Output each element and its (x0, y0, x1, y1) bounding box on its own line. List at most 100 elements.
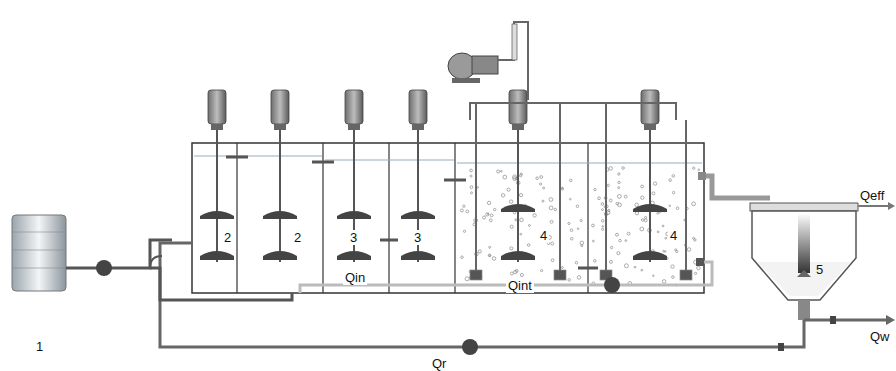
air-bubble (641, 269, 643, 271)
air-bubble (593, 240, 595, 242)
air-bubble (509, 200, 512, 203)
impeller (501, 204, 535, 212)
air-bubble (577, 228, 579, 230)
air-bubble (672, 175, 675, 178)
impeller (401, 211, 435, 219)
air-bubble (465, 277, 469, 281)
air-bubble (561, 188, 563, 190)
air-bubble (663, 250, 665, 252)
air-bubble (528, 225, 530, 227)
mixer-coupling (412, 124, 424, 130)
air-bubble (540, 183, 542, 185)
air-bubble (698, 169, 700, 171)
air-bubble (627, 232, 630, 235)
diffuser (554, 270, 566, 280)
air-bubble (618, 187, 620, 189)
air-bubble (618, 173, 620, 175)
callout-number: 2 (222, 230, 233, 245)
mixer-motor (641, 90, 659, 124)
mixer-shaft (517, 130, 519, 262)
air-bubble (483, 216, 486, 219)
air-bubble (653, 275, 655, 277)
air-bubble (657, 212, 659, 214)
air-bubble (477, 187, 479, 189)
air-bubble (570, 198, 572, 200)
air-bubble (519, 194, 522, 197)
air-bubble (616, 233, 619, 236)
air-bubble (619, 239, 622, 242)
air-bubble (594, 260, 597, 263)
mixer-coupling (348, 124, 360, 130)
air-bubble (487, 201, 490, 204)
air-bubble (478, 250, 481, 253)
air-bubble (533, 214, 536, 217)
impeller (633, 251, 667, 260)
air-bubble (687, 248, 691, 252)
air-bubble (693, 237, 695, 239)
air-bubble (644, 219, 647, 222)
air-bubble (543, 187, 545, 189)
air-bubble (570, 237, 573, 240)
impeller (337, 211, 371, 219)
air-bubble (501, 194, 504, 197)
flow-label: Qw (868, 329, 892, 344)
air-bubble (541, 270, 543, 272)
air-bubble (692, 202, 696, 206)
air-bubble (550, 220, 553, 223)
air-bubble (607, 184, 609, 186)
air-bubble (598, 197, 601, 200)
air-bubble (489, 246, 491, 248)
air-bubble (576, 205, 579, 208)
air-bubble (490, 214, 493, 217)
air-bubble (488, 254, 490, 256)
air-bubble (527, 244, 530, 247)
air-bubble (669, 179, 672, 182)
air-bubble (489, 255, 491, 257)
mixer-motor (208, 90, 226, 124)
flow-label: Qin (343, 270, 367, 285)
impeller (401, 251, 435, 260)
mixer-motor (509, 90, 527, 124)
mixer-shaft (649, 130, 651, 262)
air-bubble (602, 228, 604, 230)
flow-label: Qeff (858, 188, 886, 203)
air-bubble (549, 198, 553, 202)
air-bubble (609, 167, 613, 171)
air-bubble (507, 188, 510, 191)
air-bubble (470, 186, 473, 189)
air-bubble (461, 256, 464, 259)
air-bubble (510, 272, 513, 275)
air-bubble (640, 227, 644, 231)
air-bubble (575, 261, 578, 264)
air-bubble (487, 213, 489, 215)
air-bubble (669, 205, 671, 207)
air-bubble (497, 170, 500, 173)
air-bubble (641, 185, 644, 188)
air-bubble (601, 220, 604, 223)
air-bubble (624, 264, 628, 268)
air-bubble (492, 257, 496, 261)
air-bubble (520, 273, 523, 276)
callout-number: 5 (814, 262, 825, 277)
air-bubble (536, 177, 539, 180)
mixer-shaft (279, 130, 281, 262)
callout-number: 3 (412, 230, 423, 245)
callout-number: 1 (34, 339, 45, 354)
mixer-shaft (216, 130, 218, 262)
air-bubble (577, 276, 581, 280)
air-bubble (652, 192, 655, 195)
air-bubble (500, 170, 502, 172)
air-bubble (693, 167, 695, 169)
air-bubble (561, 267, 563, 269)
air-bubble (463, 230, 465, 232)
impeller (337, 251, 371, 260)
callout-number: 4 (668, 228, 679, 243)
air-bubble (580, 241, 584, 245)
air-bubble (540, 176, 543, 179)
air-bubble (463, 205, 465, 207)
air-bubble (551, 242, 554, 245)
air-bubble (580, 220, 582, 222)
air-bubble (520, 233, 522, 235)
air-bubble (568, 279, 571, 282)
